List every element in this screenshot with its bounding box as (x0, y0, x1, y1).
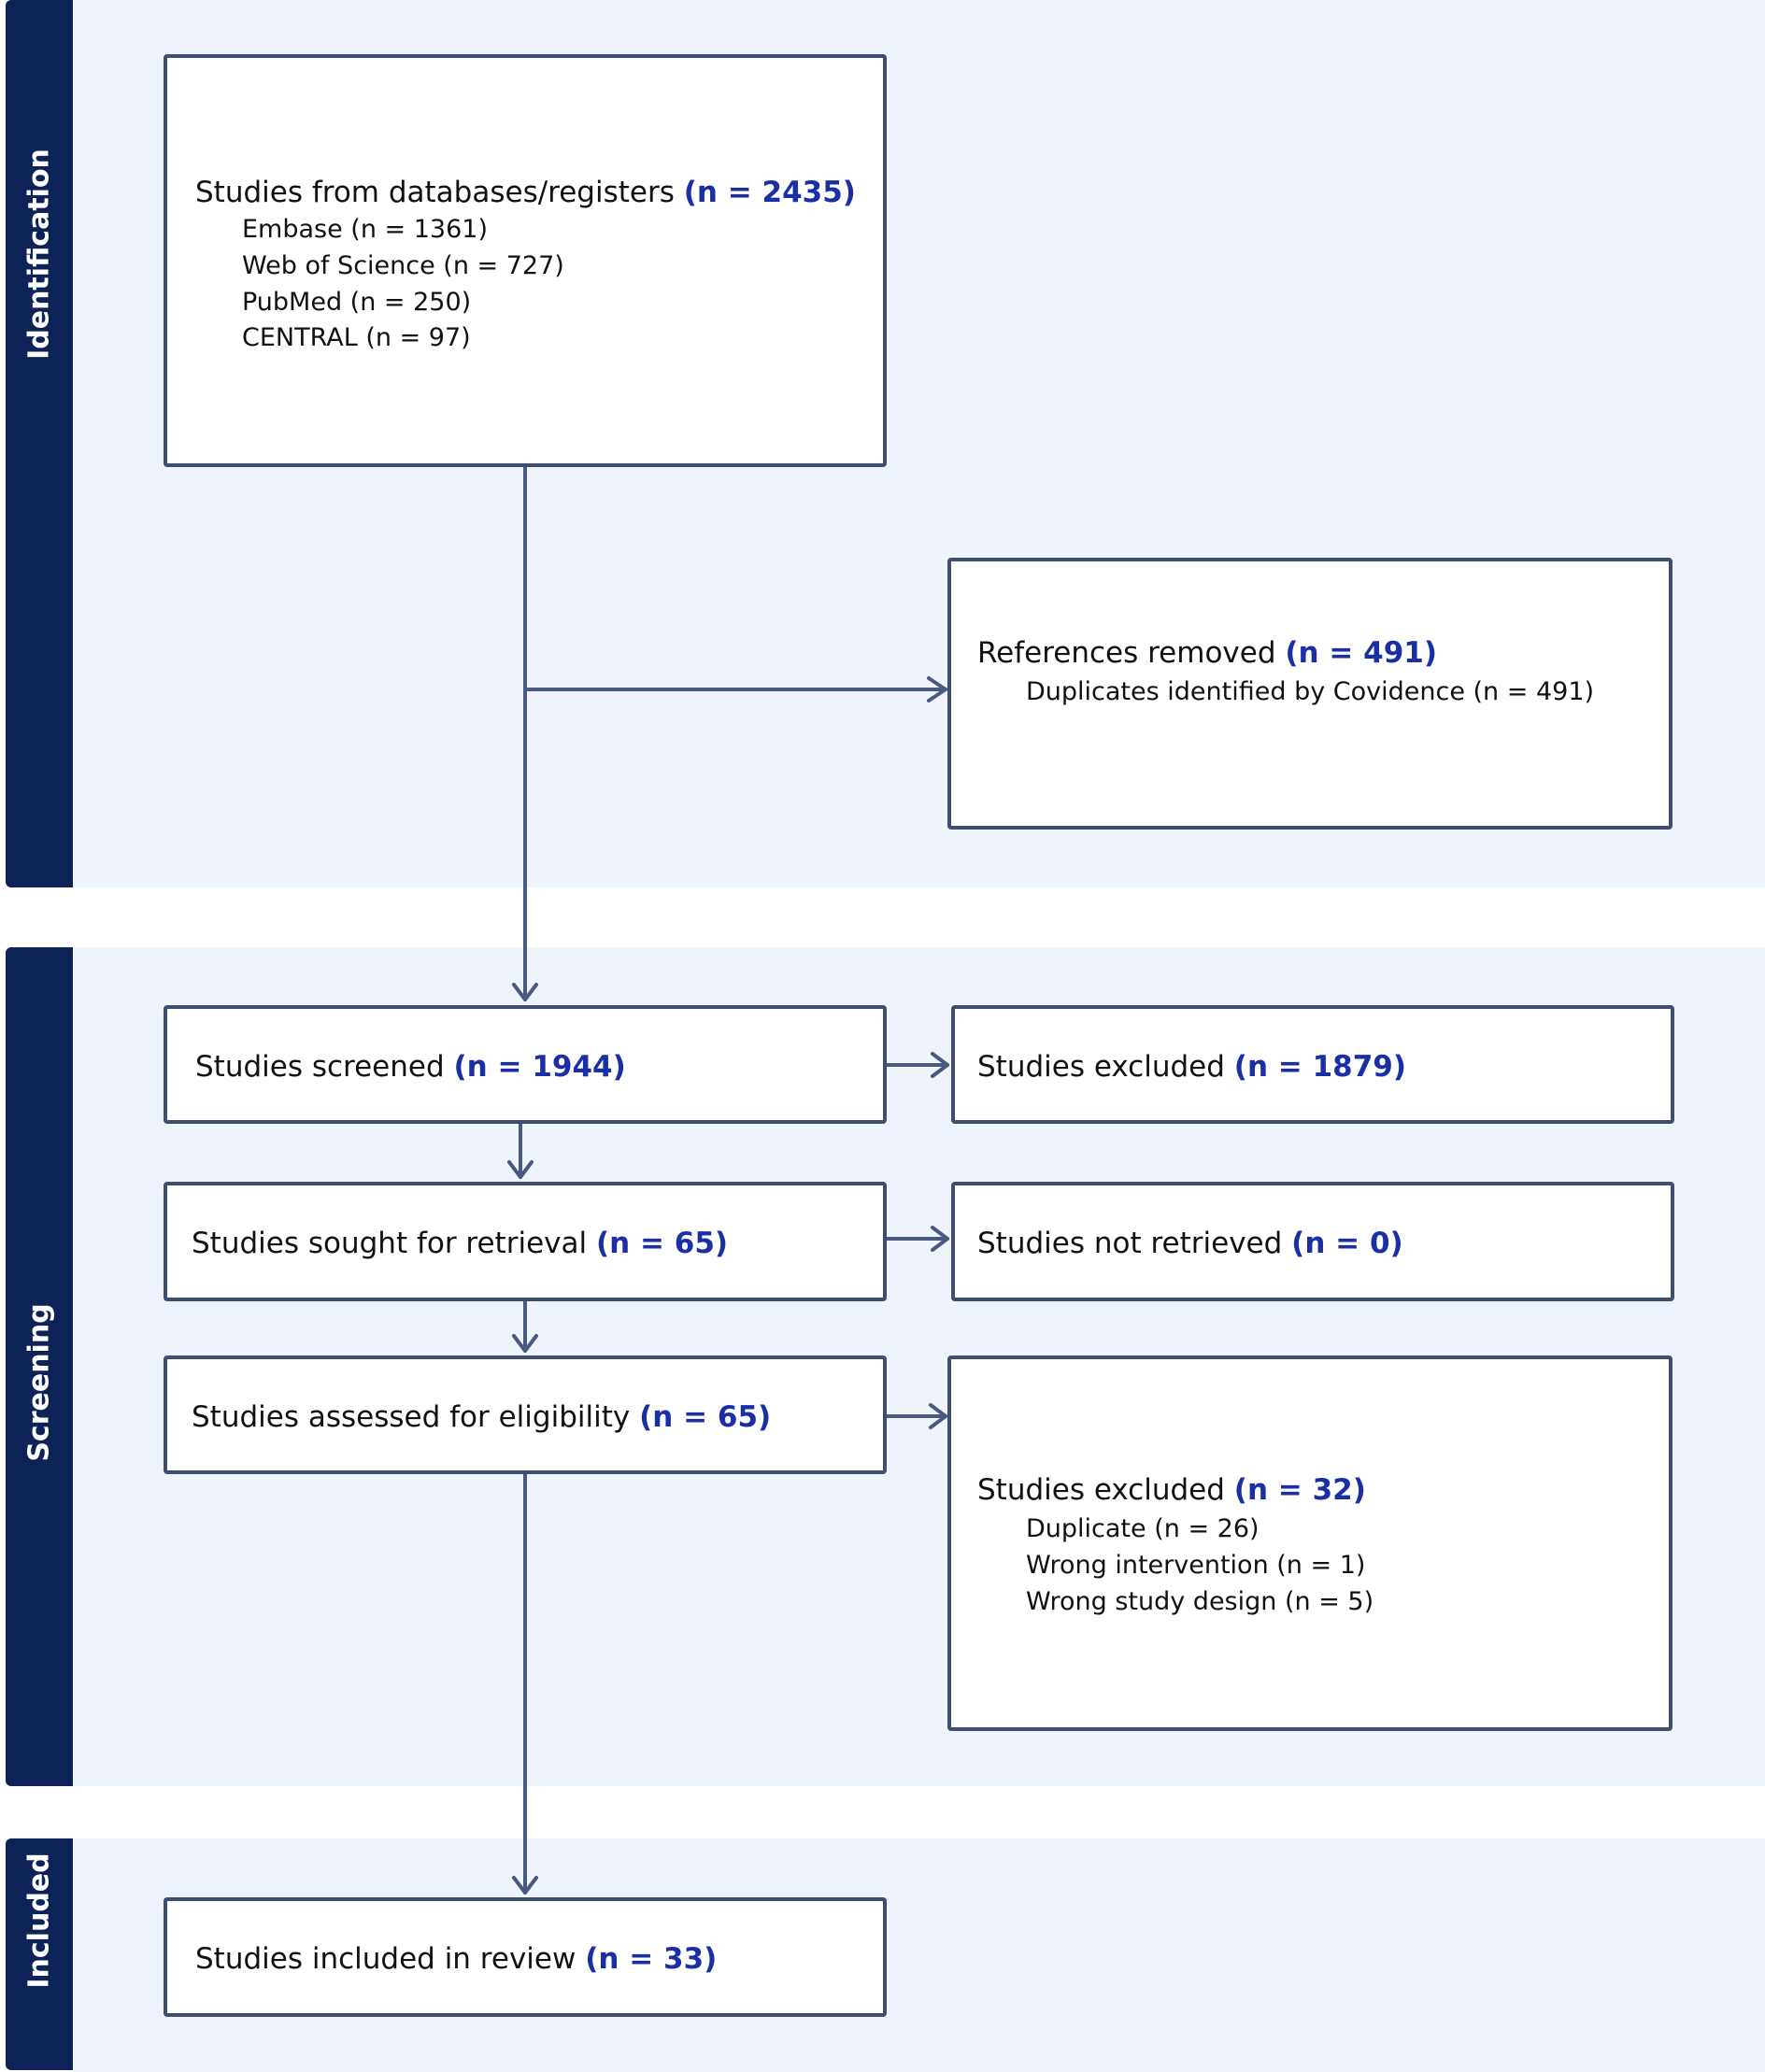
studies-excluded-reasons-title: Studies excluded (n = 32) (977, 1473, 1366, 1507)
studies-not-retrieved-title: Studies not retrieved (n = 0) (977, 1227, 1403, 1260)
studies-excluded-count: (n = 1879) (1233, 1050, 1407, 1084)
studies-screened-box: Studies screened (n = 1944) (164, 1005, 887, 1124)
arrowhead-screened (512, 983, 538, 1001)
arrowhead-excluded (931, 1052, 949, 1078)
duplicates-covidence: Duplicates identified by Covidence (n = … (1026, 677, 1595, 706)
studies-sought-count: (n = 65) (595, 1227, 729, 1260)
source-web-of-science: Web of Science (n = 727) (242, 251, 564, 280)
studies-sought-label: Studies sought for retrieval (192, 1227, 588, 1260)
reason-wrong-intervention: Wrong intervention (n = 1) (1026, 1551, 1366, 1580)
references-removed-label: References removed (977, 636, 1276, 670)
studies-screened-label: Studies screened (195, 1050, 445, 1084)
screening-sidebar: Screening (6, 947, 73, 1786)
studies-assessed-box: Studies assessed for eligibility (n = 65… (164, 1355, 887, 1474)
records-identified-count: (n = 2435) (683, 176, 856, 209)
studies-sought-title: Studies sought for retrieval (n = 65) (192, 1227, 728, 1260)
studies-assessed-label: Studies assessed for eligibility (192, 1400, 631, 1434)
studies-included-count: (n = 33) (585, 1942, 718, 1976)
studies-included-title: Studies included in review (n = 33) (195, 1942, 717, 1976)
studies-screened-count: (n = 1944) (453, 1050, 626, 1084)
records-identified-title: Studies from databases/registers (n = 24… (195, 176, 856, 209)
identification-sidebar: Identification (6, 0, 73, 887)
arrowhead-sought (507, 1160, 534, 1179)
records-identified-box: Studies from databases/registers (n = 24… (164, 54, 887, 467)
studies-excluded-reasons-label: Studies excluded (977, 1473, 1225, 1507)
arrowhead-assessed (512, 1334, 538, 1353)
records-identified-label: Studies from databases/registers (195, 176, 675, 209)
references-removed-box: References removed (n = 491) Duplicates … (947, 558, 1672, 830)
arrowhead-included (512, 1876, 538, 1895)
studies-not-retrieved-label: Studies not retrieved (977, 1227, 1283, 1260)
studies-excluded-box: Studies excluded (n = 1879) (951, 1005, 1674, 1124)
arrowhead-not-retrieved (931, 1226, 949, 1252)
studies-not-retrieved-count: (n = 0) (1291, 1227, 1403, 1260)
source-pubmed: PubMed (n = 250) (242, 288, 472, 317)
studies-assessed-count: (n = 65) (639, 1400, 772, 1434)
references-removed-count: (n = 491) (1285, 636, 1438, 670)
studies-assessed-title: Studies assessed for eligibility (n = 65… (192, 1400, 771, 1434)
studies-excluded-label: Studies excluded (977, 1050, 1225, 1084)
source-central: CENTRAL (n = 97) (242, 323, 471, 352)
studies-not-retrieved-box: Studies not retrieved (n = 0) (951, 1182, 1674, 1301)
reason-duplicate: Duplicate (n = 26) (1026, 1514, 1260, 1543)
included-sidebar: Included (6, 1838, 73, 2070)
studies-excluded-reasons-box: Studies excluded (n = 32) Duplicate (n =… (947, 1355, 1672, 1731)
studies-sought-box: Studies sought for retrieval (n = 65) (164, 1182, 887, 1301)
references-removed-title: References removed (n = 491) (977, 636, 1437, 670)
arrowhead-excluded-full (929, 1403, 947, 1429)
reason-wrong-study-design: Wrong study design (n = 5) (1026, 1587, 1374, 1616)
studies-excluded-reasons-count: (n = 32) (1233, 1473, 1366, 1507)
arrowhead-removed (927, 676, 947, 702)
studies-screened-title: Studies screened (n = 1944) (195, 1050, 626, 1084)
studies-excluded-title: Studies excluded (n = 1879) (977, 1050, 1406, 1084)
studies-included-label: Studies included in review (195, 1942, 576, 1976)
studies-included-box: Studies included in review (n = 33) (164, 1897, 887, 2017)
source-embase: Embase (n = 1361) (242, 215, 488, 244)
